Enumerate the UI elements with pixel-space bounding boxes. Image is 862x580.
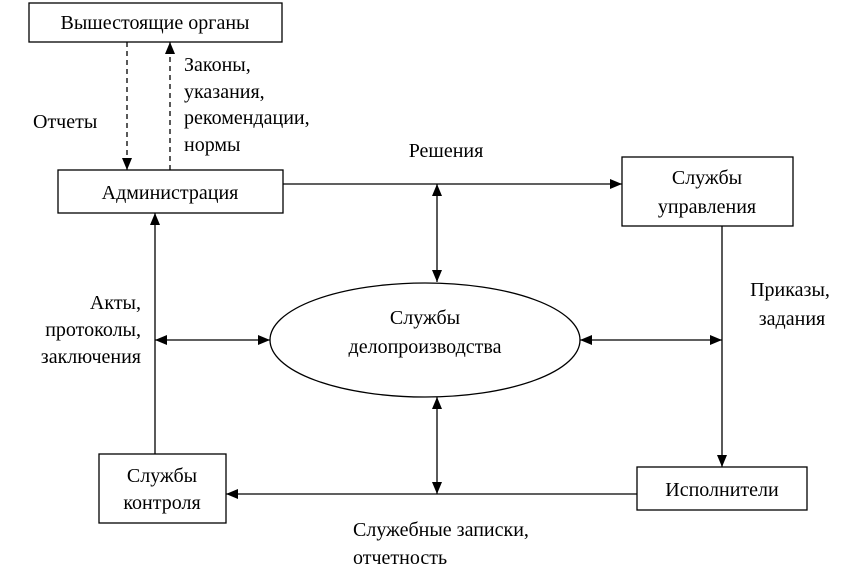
laws-label-3: рекомендации, (184, 107, 310, 129)
decisions-label: Решения (409, 140, 484, 162)
management-services-label-2: управления (658, 196, 756, 218)
laws-label-4: нормы (184, 134, 241, 156)
executors-label: Исполнители (665, 479, 779, 501)
higher-bodies-box (28, 2, 283, 43)
acts-label-1: Акты, (90, 292, 141, 314)
orders-label-1: Приказы, (750, 279, 830, 301)
memos-label-1: Служебные записки, (353, 519, 529, 541)
management-services-label-1: Службы (672, 167, 742, 189)
acts-label-2: протоколы, (45, 319, 141, 341)
control-services-label-2: контроля (123, 492, 200, 514)
reports-label: Отчеты (33, 111, 97, 133)
memos-label-2: отчетность (353, 547, 447, 569)
orders-label-2: задания (759, 308, 825, 330)
management-services-box (621, 156, 794, 227)
control-services-box (98, 453, 227, 524)
records-services-label-1: Службы (390, 307, 460, 329)
executors-box (636, 466, 808, 511)
higher-bodies-label: Вышестоящие органы (61, 12, 250, 34)
acts-label-3: заключения (41, 346, 141, 368)
laws-label-2: указания, (184, 81, 265, 103)
administration-box (57, 169, 284, 214)
laws-label-1: Законы, (184, 54, 251, 76)
administration-label: Администрация (102, 182, 239, 204)
control-services-label-1: Службы (127, 465, 197, 487)
records-services-label-2: делопроизводства (349, 336, 502, 358)
